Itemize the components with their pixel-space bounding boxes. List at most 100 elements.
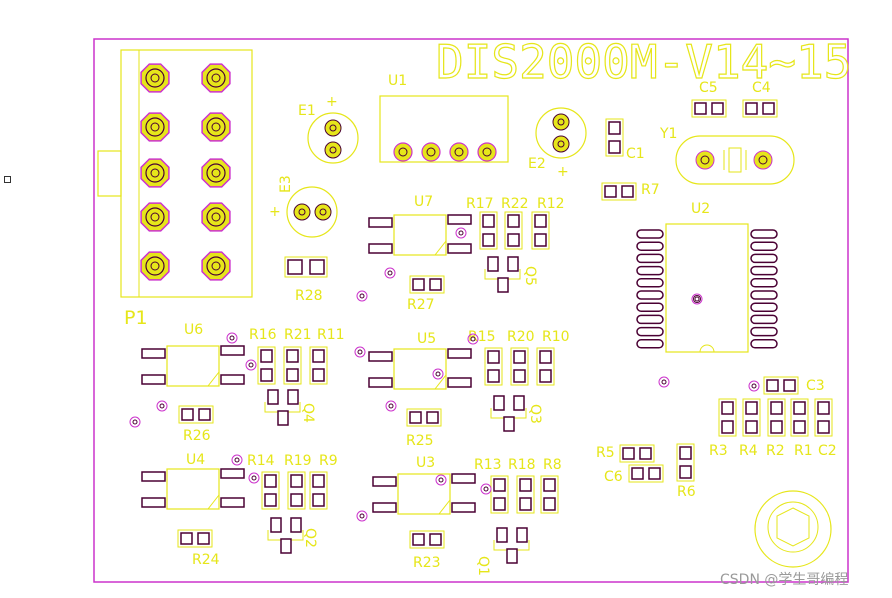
resistor-r4[interactable] [742,398,761,437]
transistor-q4[interactable] [264,389,301,426]
chip-pin [750,290,778,300]
chip-pin [636,290,664,300]
chip-pin [750,302,778,312]
chip-u2[interactable] [636,223,778,353]
label-q3: Q3 [527,404,543,424]
transistor-q3[interactable] [490,395,527,432]
resistor-r6[interactable] [676,443,695,482]
resistor-r14[interactable] [261,471,280,510]
label-r23: R23 [413,555,441,571]
label-q1: Q1 [475,556,491,576]
resistor-r5[interactable] [619,444,655,463]
label-y1: Y1 [659,126,677,142]
resistor-r16[interactable] [257,346,276,385]
capacitor-c1[interactable] [605,118,624,157]
resistor-r18[interactable] [516,475,535,514]
selection-marker[interactable] [4,176,11,183]
regulator-u3[interactable] [372,473,476,515]
label-u2: U2 [691,201,710,217]
label-r7: R7 [641,182,660,198]
watermark: CSDN @学生哥编程 [720,572,848,588]
capacitor-c5[interactable] [691,99,727,118]
connector-pin [201,112,231,142]
label-r6: R6 [677,484,696,500]
resistor-r13[interactable] [490,475,509,514]
regulator-pin [449,142,469,162]
chip-pin [636,339,664,349]
label-r25: R25 [406,433,434,449]
label-e3: E3 [278,175,294,193]
resistor-r22[interactable] [504,211,523,250]
capacitor-c3[interactable] [763,376,799,395]
board-outline [93,38,849,583]
resistor-r9[interactable] [309,471,328,510]
resistor-r21[interactable] [283,346,302,385]
regulator-u4[interactable] [141,468,245,510]
resistor-r7[interactable] [601,182,637,201]
label-q5: Q5 [522,266,538,286]
crystal-y1[interactable] [675,135,795,185]
via [384,267,396,279]
label-u4: U4 [186,452,205,468]
label-r15: R15 [468,329,496,345]
label-r10: R10 [542,329,570,345]
chip-pin [636,326,664,337]
resistor-r27[interactable] [409,275,445,294]
label-r2: R2 [766,443,785,459]
chip-pin [750,314,778,325]
capacitor-e3[interactable] [286,186,338,238]
resistor-r28[interactable] [284,256,328,278]
connector-p1[interactable] [97,49,253,298]
transistor-q1[interactable] [493,527,530,564]
regulator-u1[interactable] [379,95,509,163]
regulator-u5[interactable] [368,348,472,390]
resistor-r15[interactable] [484,347,503,386]
resistor-r10[interactable] [536,347,555,386]
resistor-r1[interactable] [790,398,809,437]
label-r13: R13 [474,457,502,473]
label-r22: R22 [501,196,529,212]
label-r26: R26 [183,428,211,444]
resistor-r3[interactable] [718,398,737,437]
resistor-r12[interactable] [531,211,550,250]
connector-pin [201,251,231,281]
label-q2: Q2 [302,528,318,548]
resistor-r26[interactable] [178,405,214,424]
resistor-r25[interactable] [406,408,442,427]
connector-pin [140,63,170,93]
resistor-r20[interactable] [510,347,529,386]
via [658,376,670,388]
resistor-r23[interactable] [409,530,445,549]
label-e3-plus: + [269,204,281,220]
capacitor-c4[interactable] [742,99,778,118]
via [435,474,447,486]
via [356,290,368,302]
label-u5: U5 [417,331,436,347]
resistor-r8[interactable] [540,475,559,514]
via [231,454,243,466]
label-r3: R3 [709,443,728,459]
transistor-q5[interactable] [484,256,521,293]
capacitor-e1[interactable] [307,112,359,164]
label-r17: R17 [466,196,494,212]
capacitor-c2[interactable] [814,398,833,437]
label-c2: C2 [818,443,837,459]
transistor-q2[interactable] [267,517,304,554]
chip-pin [636,229,664,239]
resistor-r17[interactable] [479,211,498,250]
connector-pin [140,251,170,281]
capacitor-e2[interactable] [535,107,587,159]
chip-pin [636,302,664,312]
resistor-r2[interactable] [767,398,786,437]
label-c1: C1 [626,146,645,162]
resistor-r11[interactable] [309,346,328,385]
regulator-u6[interactable] [141,345,245,387]
resistor-r19[interactable] [287,471,306,510]
resistor-r24[interactable] [177,529,213,548]
capacitor-c6[interactable] [628,464,664,483]
label-r28: R28 [295,288,323,304]
label-q4: Q4 [300,403,316,423]
regulator-u7[interactable] [368,214,472,256]
label-e1-plus: + [326,94,338,110]
mounting-hole [754,490,832,568]
